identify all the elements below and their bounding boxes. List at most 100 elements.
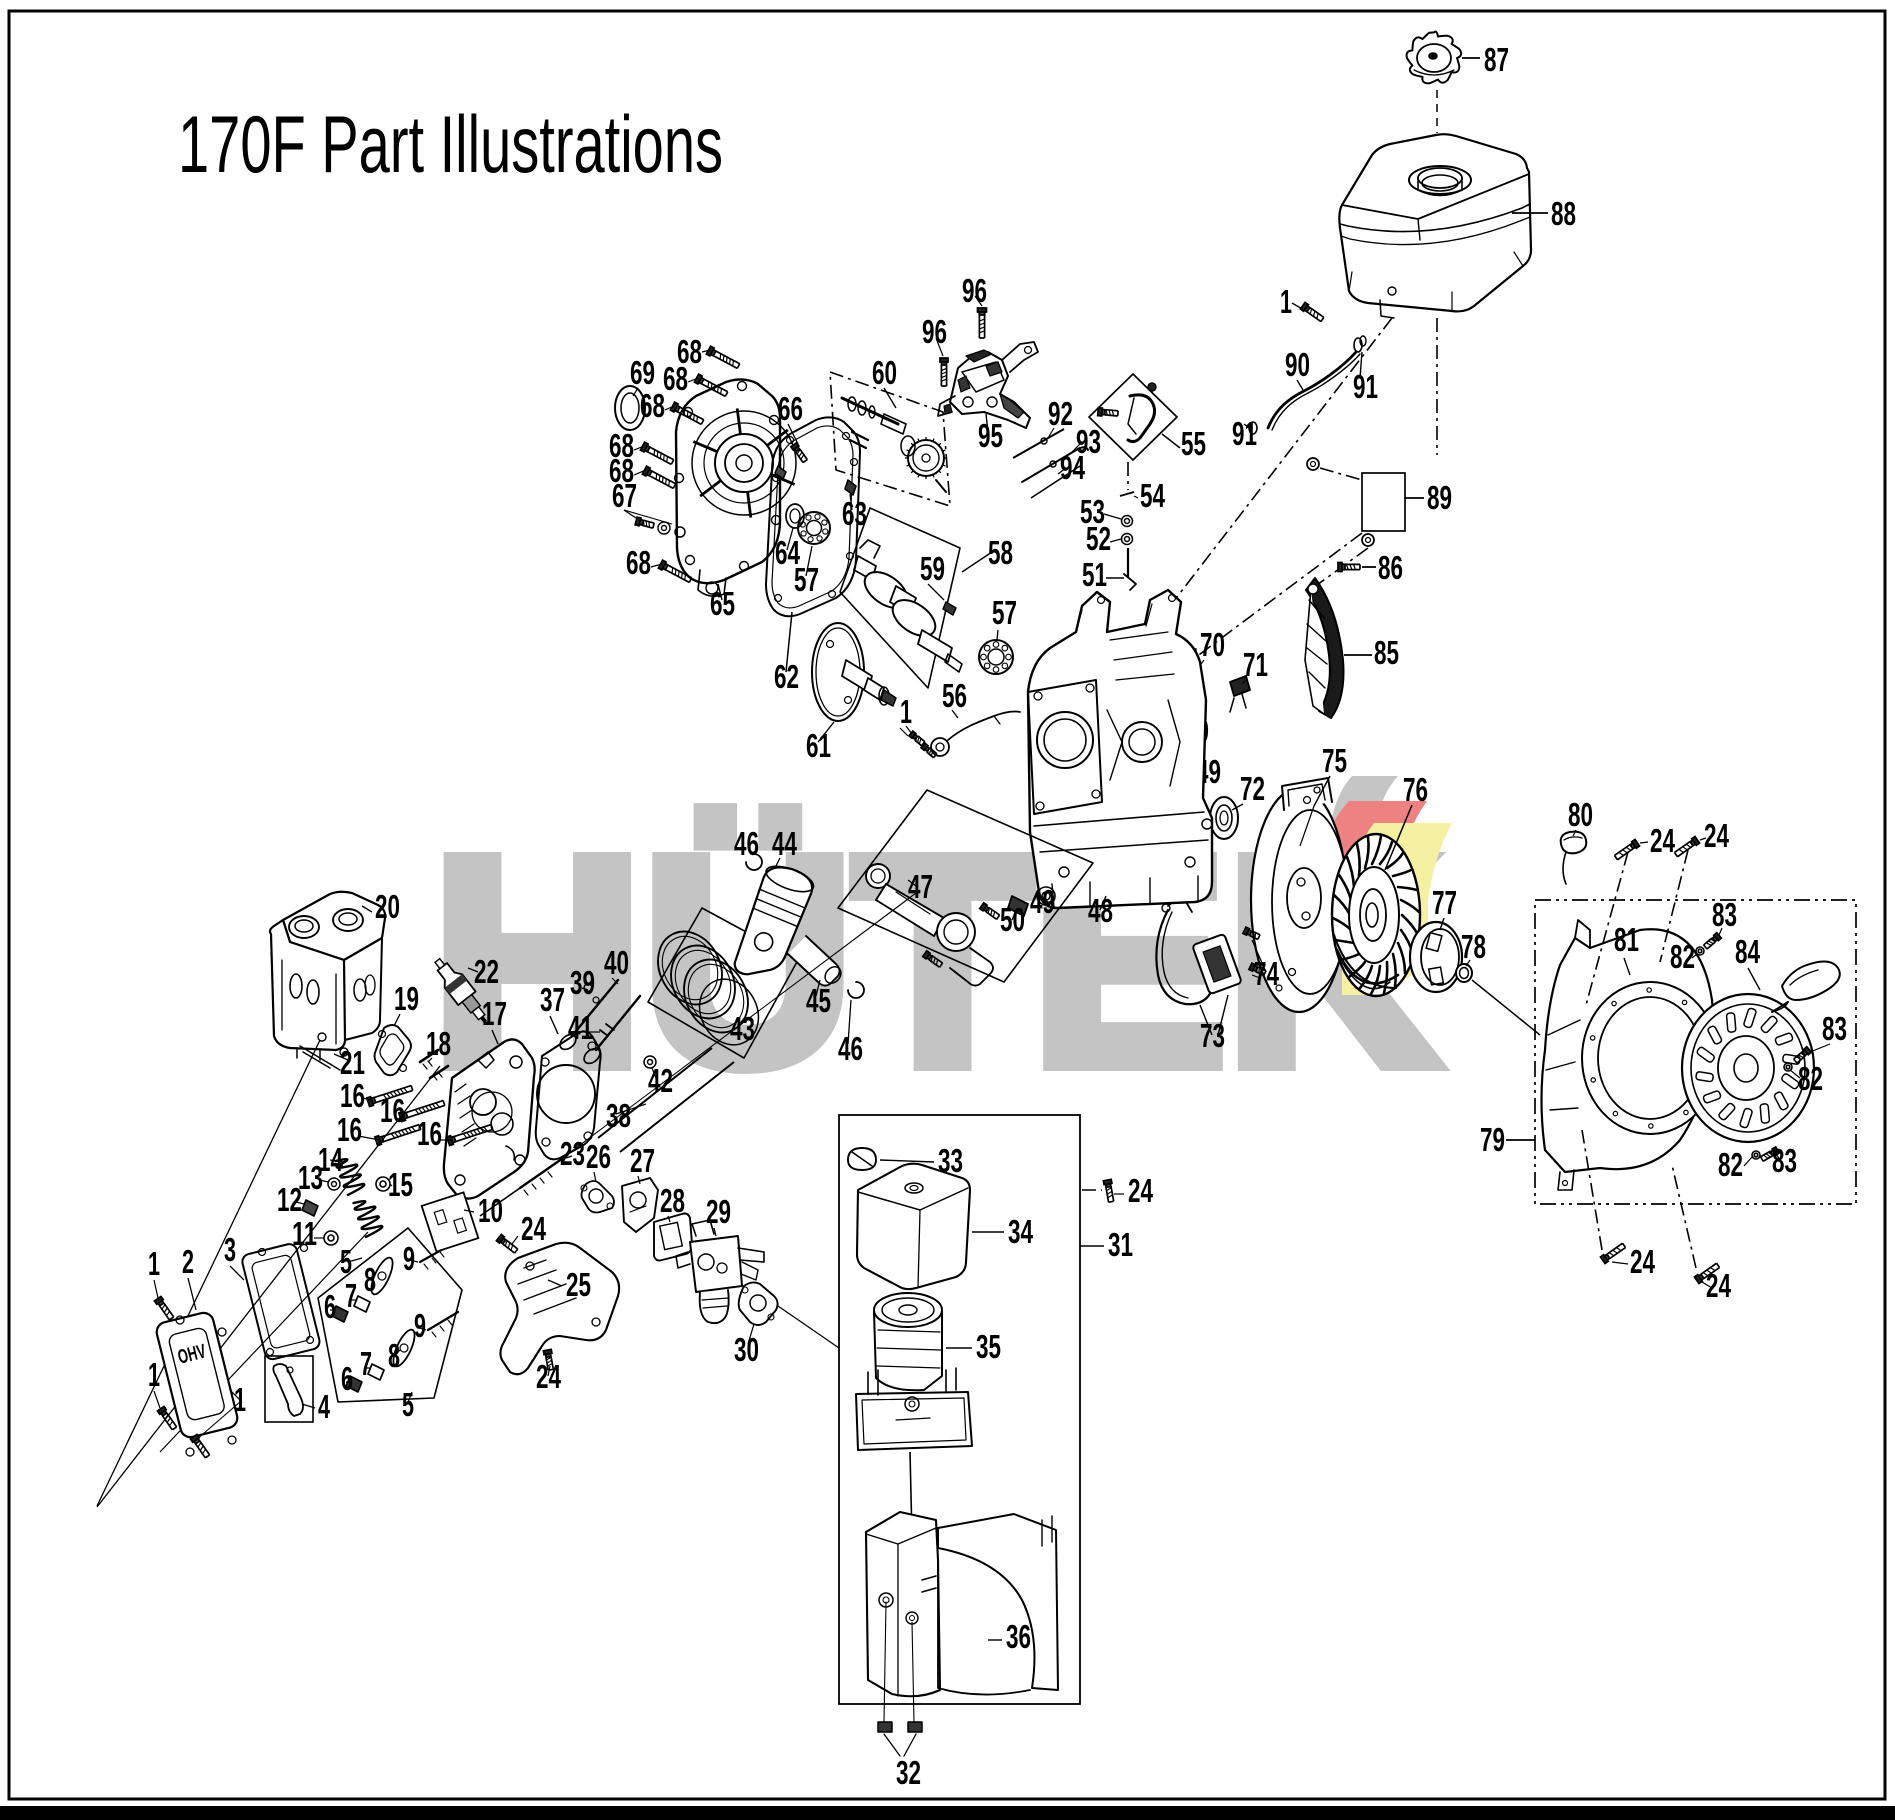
svg-text:72: 72 [1240, 770, 1265, 807]
svg-text:68: 68 [609, 427, 634, 464]
svg-text:68: 68 [663, 360, 688, 397]
svg-text:15: 15 [388, 1166, 413, 1203]
svg-text:1: 1 [148, 1356, 160, 1393]
svg-text:16: 16 [340, 1077, 365, 1114]
svg-text:16: 16 [380, 1092, 405, 1129]
svg-text:10: 10 [478, 1192, 503, 1229]
svg-text:66: 66 [778, 390, 803, 427]
svg-text:46: 46 [838, 1030, 863, 1067]
svg-text:74: 74 [1254, 955, 1279, 992]
svg-text:48: 48 [1088, 892, 1113, 929]
svg-text:35: 35 [976, 1328, 1001, 1365]
svg-text:56: 56 [942, 677, 967, 714]
svg-text:93: 93 [1076, 423, 1101, 460]
svg-text:81: 81 [1614, 921, 1639, 958]
svg-text:24: 24 [1704, 817, 1729, 854]
svg-text:16: 16 [337, 1111, 362, 1148]
svg-text:170F Part Illustrations: 170F Part Illustrations [178, 100, 723, 190]
svg-text:27: 27 [630, 1142, 655, 1179]
svg-text:79: 79 [1480, 1121, 1505, 1158]
svg-text:69: 69 [630, 354, 655, 391]
svg-text:82: 82 [1798, 1060, 1823, 1097]
svg-text:53: 53 [1080, 493, 1105, 530]
svg-text:1: 1 [1280, 283, 1292, 320]
svg-text:17: 17 [482, 995, 507, 1032]
svg-text:11: 11 [292, 1215, 317, 1252]
svg-text:86: 86 [1378, 549, 1403, 586]
svg-text:9: 9 [403, 1240, 415, 1277]
svg-text:95: 95 [978, 417, 1003, 454]
svg-text:26: 26 [586, 1138, 611, 1175]
svg-text:38: 38 [606, 1097, 631, 1134]
svg-text:5: 5 [340, 1243, 352, 1280]
svg-text:71: 71 [1243, 646, 1268, 683]
svg-text:76: 76 [1403, 771, 1428, 808]
svg-text:60: 60 [872, 354, 897, 391]
svg-text:1: 1 [900, 693, 912, 730]
svg-text:82: 82 [1670, 938, 1695, 975]
svg-text:40: 40 [604, 944, 629, 981]
svg-text:80: 80 [1568, 796, 1593, 833]
svg-text:68: 68 [626, 544, 651, 581]
svg-text:13: 13 [298, 1159, 323, 1196]
svg-text:23: 23 [560, 1135, 585, 1172]
svg-text:52: 52 [1086, 520, 1111, 557]
svg-text:29: 29 [706, 1193, 731, 1230]
svg-text:94: 94 [1060, 449, 1085, 486]
svg-text:24: 24 [1650, 822, 1675, 859]
svg-text:59: 59 [920, 550, 945, 587]
svg-text:90: 90 [1285, 346, 1310, 383]
svg-text:83: 83 [1772, 1142, 1797, 1179]
svg-text:47: 47 [908, 868, 933, 905]
svg-text:3: 3 [224, 1231, 236, 1268]
svg-text:6: 6 [324, 1288, 336, 1325]
svg-text:2: 2 [182, 1243, 194, 1280]
svg-text:24: 24 [1706, 1267, 1731, 1304]
svg-text:84: 84 [1735, 933, 1760, 970]
svg-text:31: 31 [1108, 1226, 1133, 1263]
svg-text:16: 16 [417, 1115, 442, 1152]
svg-text:92: 92 [1048, 395, 1073, 432]
svg-text:9: 9 [414, 1307, 426, 1344]
svg-text:37: 37 [540, 981, 565, 1018]
svg-text:96: 96 [962, 272, 987, 309]
svg-text:24: 24 [1128, 1172, 1153, 1209]
svg-text:41: 41 [568, 1009, 593, 1046]
svg-text:20: 20 [375, 888, 400, 925]
svg-text:43: 43 [730, 1010, 755, 1047]
svg-text:49: 49 [1030, 883, 1055, 920]
svg-text:68: 68 [677, 333, 702, 370]
svg-text:70: 70 [1200, 626, 1225, 663]
svg-text:68: 68 [640, 387, 665, 424]
svg-text:64: 64 [775, 534, 800, 571]
svg-text:91: 91 [1232, 415, 1257, 452]
svg-text:55: 55 [1181, 425, 1206, 462]
svg-text:77: 77 [1432, 884, 1457, 921]
svg-text:68: 68 [609, 452, 634, 489]
svg-text:21: 21 [340, 1044, 365, 1081]
svg-text:83: 83 [1822, 1010, 1847, 1047]
svg-text:6: 6 [341, 1360, 353, 1397]
svg-text:78: 78 [1461, 928, 1486, 965]
svg-text:25: 25 [566, 1266, 591, 1303]
svg-text:87: 87 [1484, 41, 1509, 78]
svg-text:65: 65 [710, 585, 735, 622]
svg-text:82: 82 [1718, 1146, 1743, 1183]
svg-text:5: 5 [402, 1386, 414, 1423]
svg-text:18: 18 [426, 1025, 451, 1062]
svg-text:4: 4 [318, 1388, 330, 1425]
svg-text:51: 51 [1082, 556, 1107, 593]
svg-text:12: 12 [277, 1181, 302, 1218]
svg-text:24: 24 [1630, 1243, 1655, 1280]
svg-text:7: 7 [345, 1277, 357, 1314]
svg-text:61: 61 [806, 727, 831, 764]
svg-text:36: 36 [1006, 1618, 1031, 1655]
svg-text:67: 67 [612, 477, 637, 514]
svg-text:85: 85 [1374, 634, 1399, 671]
svg-text:44: 44 [772, 825, 797, 862]
svg-text:39: 39 [570, 964, 595, 1001]
svg-text:34: 34 [1008, 1213, 1033, 1250]
svg-text:91: 91 [1353, 368, 1378, 405]
svg-text:89: 89 [1427, 479, 1452, 516]
svg-text:28: 28 [660, 1182, 685, 1219]
